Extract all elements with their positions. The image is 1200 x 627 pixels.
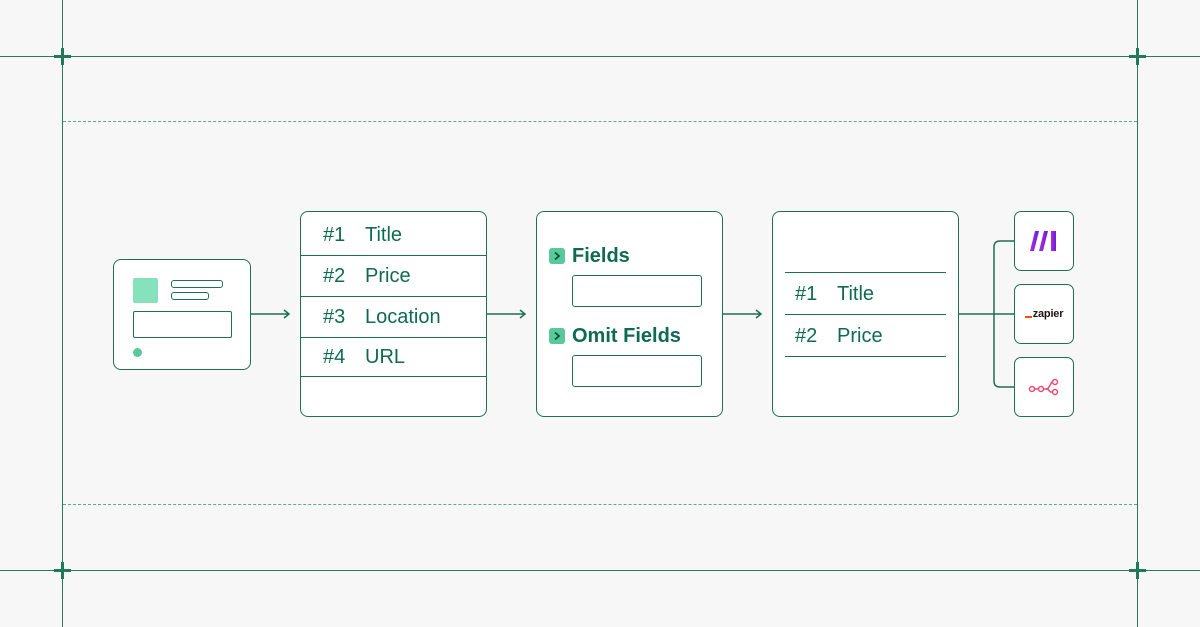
zapier-integration[interactable]: zapier — [1014, 284, 1074, 344]
source-card — [113, 259, 251, 370]
text-line-placeholder — [171, 292, 209, 300]
chevron-right-icon[interactable] — [549, 248, 565, 264]
field-row: #1 Title — [301, 215, 486, 255]
text-line-placeholder — [171, 280, 223, 288]
field-row: #3 Location — [301, 297, 486, 337]
crosshair-top-right — [1129, 48, 1146, 65]
dashed-guide-top — [63, 121, 1137, 122]
field-label: Location — [365, 305, 441, 328]
chevron-right-icon[interactable] — [549, 328, 565, 344]
row-divider — [785, 272, 946, 273]
filter-card: Fields Omit Fields — [536, 211, 723, 417]
field-label: URL — [365, 345, 406, 368]
status-dot — [133, 348, 142, 357]
field-number: #2 — [323, 264, 346, 287]
row-divider — [301, 376, 486, 377]
field-row: #4 URL — [301, 337, 486, 377]
make-integration[interactable] — [1014, 211, 1074, 271]
crosshair-top-left — [54, 48, 71, 65]
output-row: #1 Title — [773, 274, 958, 314]
row-divider — [301, 337, 486, 338]
field-label: Price — [837, 324, 883, 347]
field-number: #2 — [795, 324, 818, 347]
output-row: #2 Price — [773, 316, 958, 356]
field-list-card: #1 Title #2 Price #3 Location #4 URL — [300, 211, 487, 417]
dashed-guide-bottom — [63, 504, 1137, 505]
output-card: #1 Title #2 Price — [772, 211, 959, 417]
field-number: #3 — [323, 305, 346, 328]
field-label: Price — [365, 264, 411, 287]
arrow-1-head — [283, 309, 291, 319]
field-number: #1 — [795, 282, 818, 305]
arrow-3-head — [755, 309, 763, 319]
fields-input[interactable] — [572, 275, 702, 307]
zapier-icon: zapier — [1024, 308, 1064, 320]
guide-line-left — [62, 0, 63, 627]
field-number: #1 — [323, 223, 346, 246]
crosshair-bottom-right — [1129, 562, 1146, 579]
field-label: Title — [365, 223, 403, 246]
arrow-2-head — [519, 309, 527, 319]
crosshair-bottom-left — [54, 562, 71, 579]
zapier-wordmark: zapier — [1032, 308, 1064, 320]
field-label: Title — [837, 282, 875, 305]
guide-line-right — [1137, 0, 1138, 627]
row-divider — [785, 314, 946, 315]
make-icon — [1030, 231, 1056, 251]
branch-bracket — [993, 240, 1014, 388]
guide-line-top — [0, 56, 1200, 57]
n8n-integration[interactable] — [1014, 357, 1074, 417]
row-divider — [301, 296, 486, 297]
field-row: #2 Price — [301, 256, 486, 296]
fields-label: Fields — [572, 245, 630, 267]
omit-fields-label: Omit Fields — [572, 325, 681, 347]
image-placeholder — [133, 278, 158, 303]
row-divider — [785, 356, 946, 357]
field-number: #4 — [323, 345, 346, 368]
guide-line-bottom — [0, 570, 1200, 571]
omit-fields-input[interactable] — [572, 355, 702, 387]
row-divider — [301, 255, 486, 256]
zapier-underscore — [1024, 316, 1032, 318]
n8n-icon — [1028, 378, 1059, 396]
input-placeholder — [133, 311, 232, 338]
